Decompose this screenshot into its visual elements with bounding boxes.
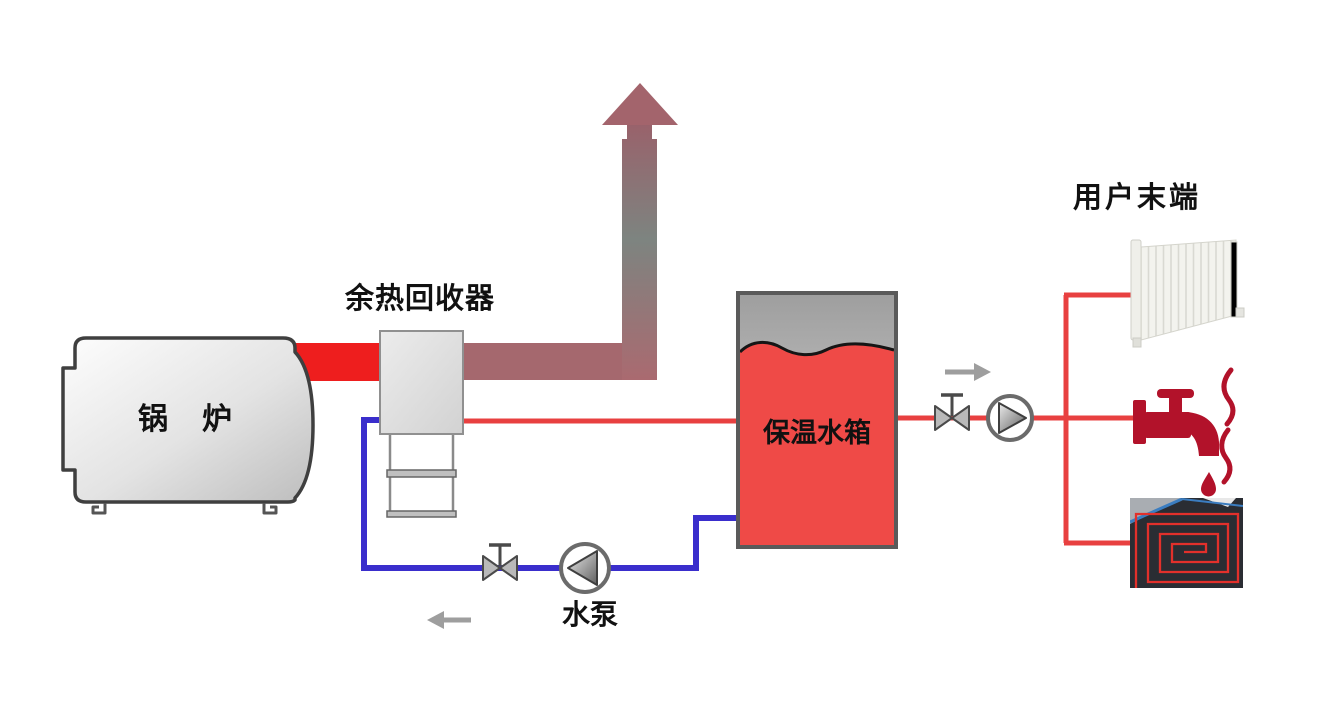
water-pump-label: 水泵 (561, 599, 618, 630)
boiler-foot-right (262, 503, 278, 515)
tank-water-line (738, 341, 895, 357)
storage-tank-label: 保温水箱 (763, 418, 871, 448)
tank-hot-water (740, 342, 894, 545)
supply-pump-icon (986, 394, 1034, 442)
floor-heating-coil-icon (1130, 498, 1243, 588)
steam-squiggle-1 (1221, 367, 1236, 427)
boiler-body (61, 336, 315, 504)
water-drop (1201, 472, 1216, 497)
return-flow-left-arrow-icon (427, 611, 471, 629)
return-pump-icon (559, 542, 611, 594)
boiler-foot-left (91, 503, 107, 515)
hot-water-tap-icon (1133, 367, 1236, 497)
supply-valve-icon (934, 393, 970, 431)
storage-tank (736, 291, 898, 549)
boiler-label: 锅 炉 (138, 403, 234, 436)
radiator-icon (1130, 239, 1245, 348)
user-terminal-label: 用户末端 (1073, 182, 1202, 214)
heat-recovery-label: 余热回收器 (345, 283, 496, 315)
boiler-unit (61, 336, 315, 515)
supply-flow-right-arrow-icon (945, 363, 991, 381)
return-pipe-blue (361, 417, 740, 571)
heat-recovery-unit (379, 330, 464, 518)
steam-squiggle-2 (1219, 427, 1233, 485)
return-valve-icon (482, 543, 518, 581)
heat-recovery-box (379, 330, 464, 435)
exhaust-up-arrow-icon (602, 83, 678, 380)
